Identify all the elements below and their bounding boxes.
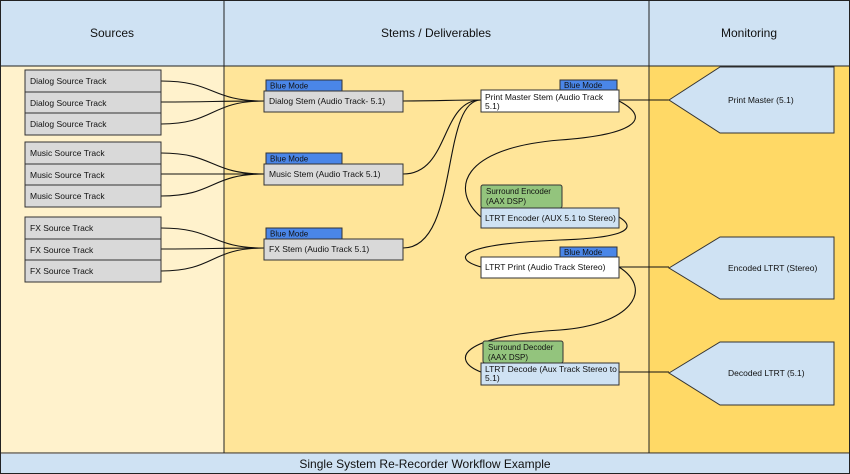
- dialog-stem-box: [263, 90, 404, 113]
- fx-source-group: FX Source Track FX Source Track FX Sourc…: [24, 216, 162, 283]
- ltrt-print-label: LTRT Print (Audio Track Stereo): [485, 262, 606, 272]
- speaker-icon: [668, 341, 835, 406]
- music-source-track-3[interactable]: [24, 184, 162, 208]
- print-master-stem-node[interactable]: Blue Mode Print Master Stem (Audio Track…: [480, 79, 620, 113]
- surround-decoder-tag-line2: (AAX DSP): [488, 353, 528, 362]
- monitoring-column-header: Monitoring: [721, 26, 777, 40]
- decoded-ltrt-monitor-label: Decoded LTRT (5.1): [728, 368, 805, 378]
- footer-title: Single System Re-Recorder Workflow Examp…: [299, 457, 551, 471]
- music-source-track-3-label: Music Source Track: [30, 191, 105, 201]
- ltrt-decode-box: [480, 362, 620, 386]
- fx-source-track-3[interactable]: [24, 259, 162, 283]
- fx-source-track-1-label: FX Source Track: [30, 223, 94, 233]
- encoded-ltrt-monitor[interactable]: Encoded LTRT (Stereo): [668, 236, 835, 300]
- dialog-source-track-3-label: Dialog Source Track: [30, 119, 107, 129]
- fx-stem-box: [263, 238, 404, 261]
- ltrt-encoder-label: LTRT Encoder (AUX 5.1 to Stereo): [485, 213, 616, 223]
- print-master-stem-label-line1: Print Master Stem (Audio Track: [485, 92, 604, 102]
- dialog-stem-tag-label: Blue Mode: [270, 82, 309, 91]
- fx-stem-node[interactable]: Blue Mode FX Stem (Audio Track 5.1): [263, 227, 404, 261]
- music-stem-box: [263, 163, 404, 186]
- stems-column-header: Stems / Deliverables: [381, 26, 491, 40]
- decoded-ltrt-monitor[interactable]: Decoded LTRT (5.1): [668, 341, 835, 406]
- speaker-icon: [668, 236, 835, 300]
- print-master-monitor[interactable]: Print Master (5.1): [668, 66, 835, 134]
- surround-decoder-tag-line1: Surround Decoder: [488, 343, 554, 352]
- dialog-stem-label: Dialog Stem (Audio Track- 5.1): [269, 96, 385, 106]
- ltrt-decode-label-line1: LTRT Decode (Aux Track Stereo to: [485, 364, 617, 374]
- print-master-stem-label-line2: 5.1): [485, 101, 500, 111]
- dialog-stem-node[interactable]: Blue Mode Dialog Stem (Audio Track- 5.1): [263, 79, 404, 113]
- footer-bg: [1, 454, 849, 473]
- ltrt-encoder-box: [480, 207, 620, 229]
- ltrt-decode-label-line2: 5.1): [485, 373, 500, 383]
- sources-column-header: Sources: [90, 26, 134, 40]
- header-row-bg: [0, 0, 850, 66]
- surround-encoder-tag-line1: Surround Encoder: [486, 187, 551, 196]
- fx-source-track-3-label: FX Source Track: [30, 266, 94, 276]
- print-master-stem-box: [480, 89, 620, 113]
- music-stem-node[interactable]: Blue Mode Music Stem (Audio Track 5.1): [263, 152, 404, 186]
- ltrt-print-node[interactable]: Blue Mode LTRT Print (Audio Track Stereo…: [480, 246, 620, 279]
- dialog-source-group: Dialog Source Track Dialog Source Track …: [24, 69, 162, 136]
- surround-encoder-tag-line2: (AAX DSP): [486, 197, 526, 206]
- print-master-monitor-label: Print Master (5.1): [728, 95, 794, 105]
- music-source-track-2-label: Music Source Track: [30, 170, 105, 180]
- music-stem-label: Music Stem (Audio Track 5.1): [269, 169, 381, 179]
- dialog-source-track-1-label: Dialog Source Track: [30, 76, 107, 86]
- print-master-tag-label: Blue Mode: [564, 81, 603, 90]
- signal-wires: [160, 80, 669, 373]
- speaker-icon: [668, 66, 835, 134]
- encoded-ltrt-monitor-label: Encoded LTRT (Stereo): [728, 263, 817, 273]
- music-source-group: Music Source Track Music Source Track Mu…: [24, 141, 162, 208]
- music-source-track-1-label: Music Source Track: [30, 148, 105, 158]
- surround-decoder-node[interactable]: Surround Decoder (AAX DSP) LTRT Decode (…: [480, 340, 620, 386]
- fx-source-track-2-label: FX Source Track: [30, 245, 94, 255]
- dialog-source-track-2-label: Dialog Source Track: [30, 98, 107, 108]
- music-stem-tag-label: Blue Mode: [270, 155, 309, 164]
- dialog-source-track-3[interactable]: [24, 112, 162, 136]
- ltrt-print-tag-label: Blue Mode: [564, 248, 603, 257]
- surround-encoder-node[interactable]: Surround Encoder (AAX DSP) LTRT Encoder …: [480, 184, 620, 229]
- fx-stem-tag-label: Blue Mode: [270, 230, 309, 239]
- ltrt-print-box: [480, 256, 620, 279]
- fx-stem-label: FX Stem (Audio Track 5.1): [269, 244, 369, 254]
